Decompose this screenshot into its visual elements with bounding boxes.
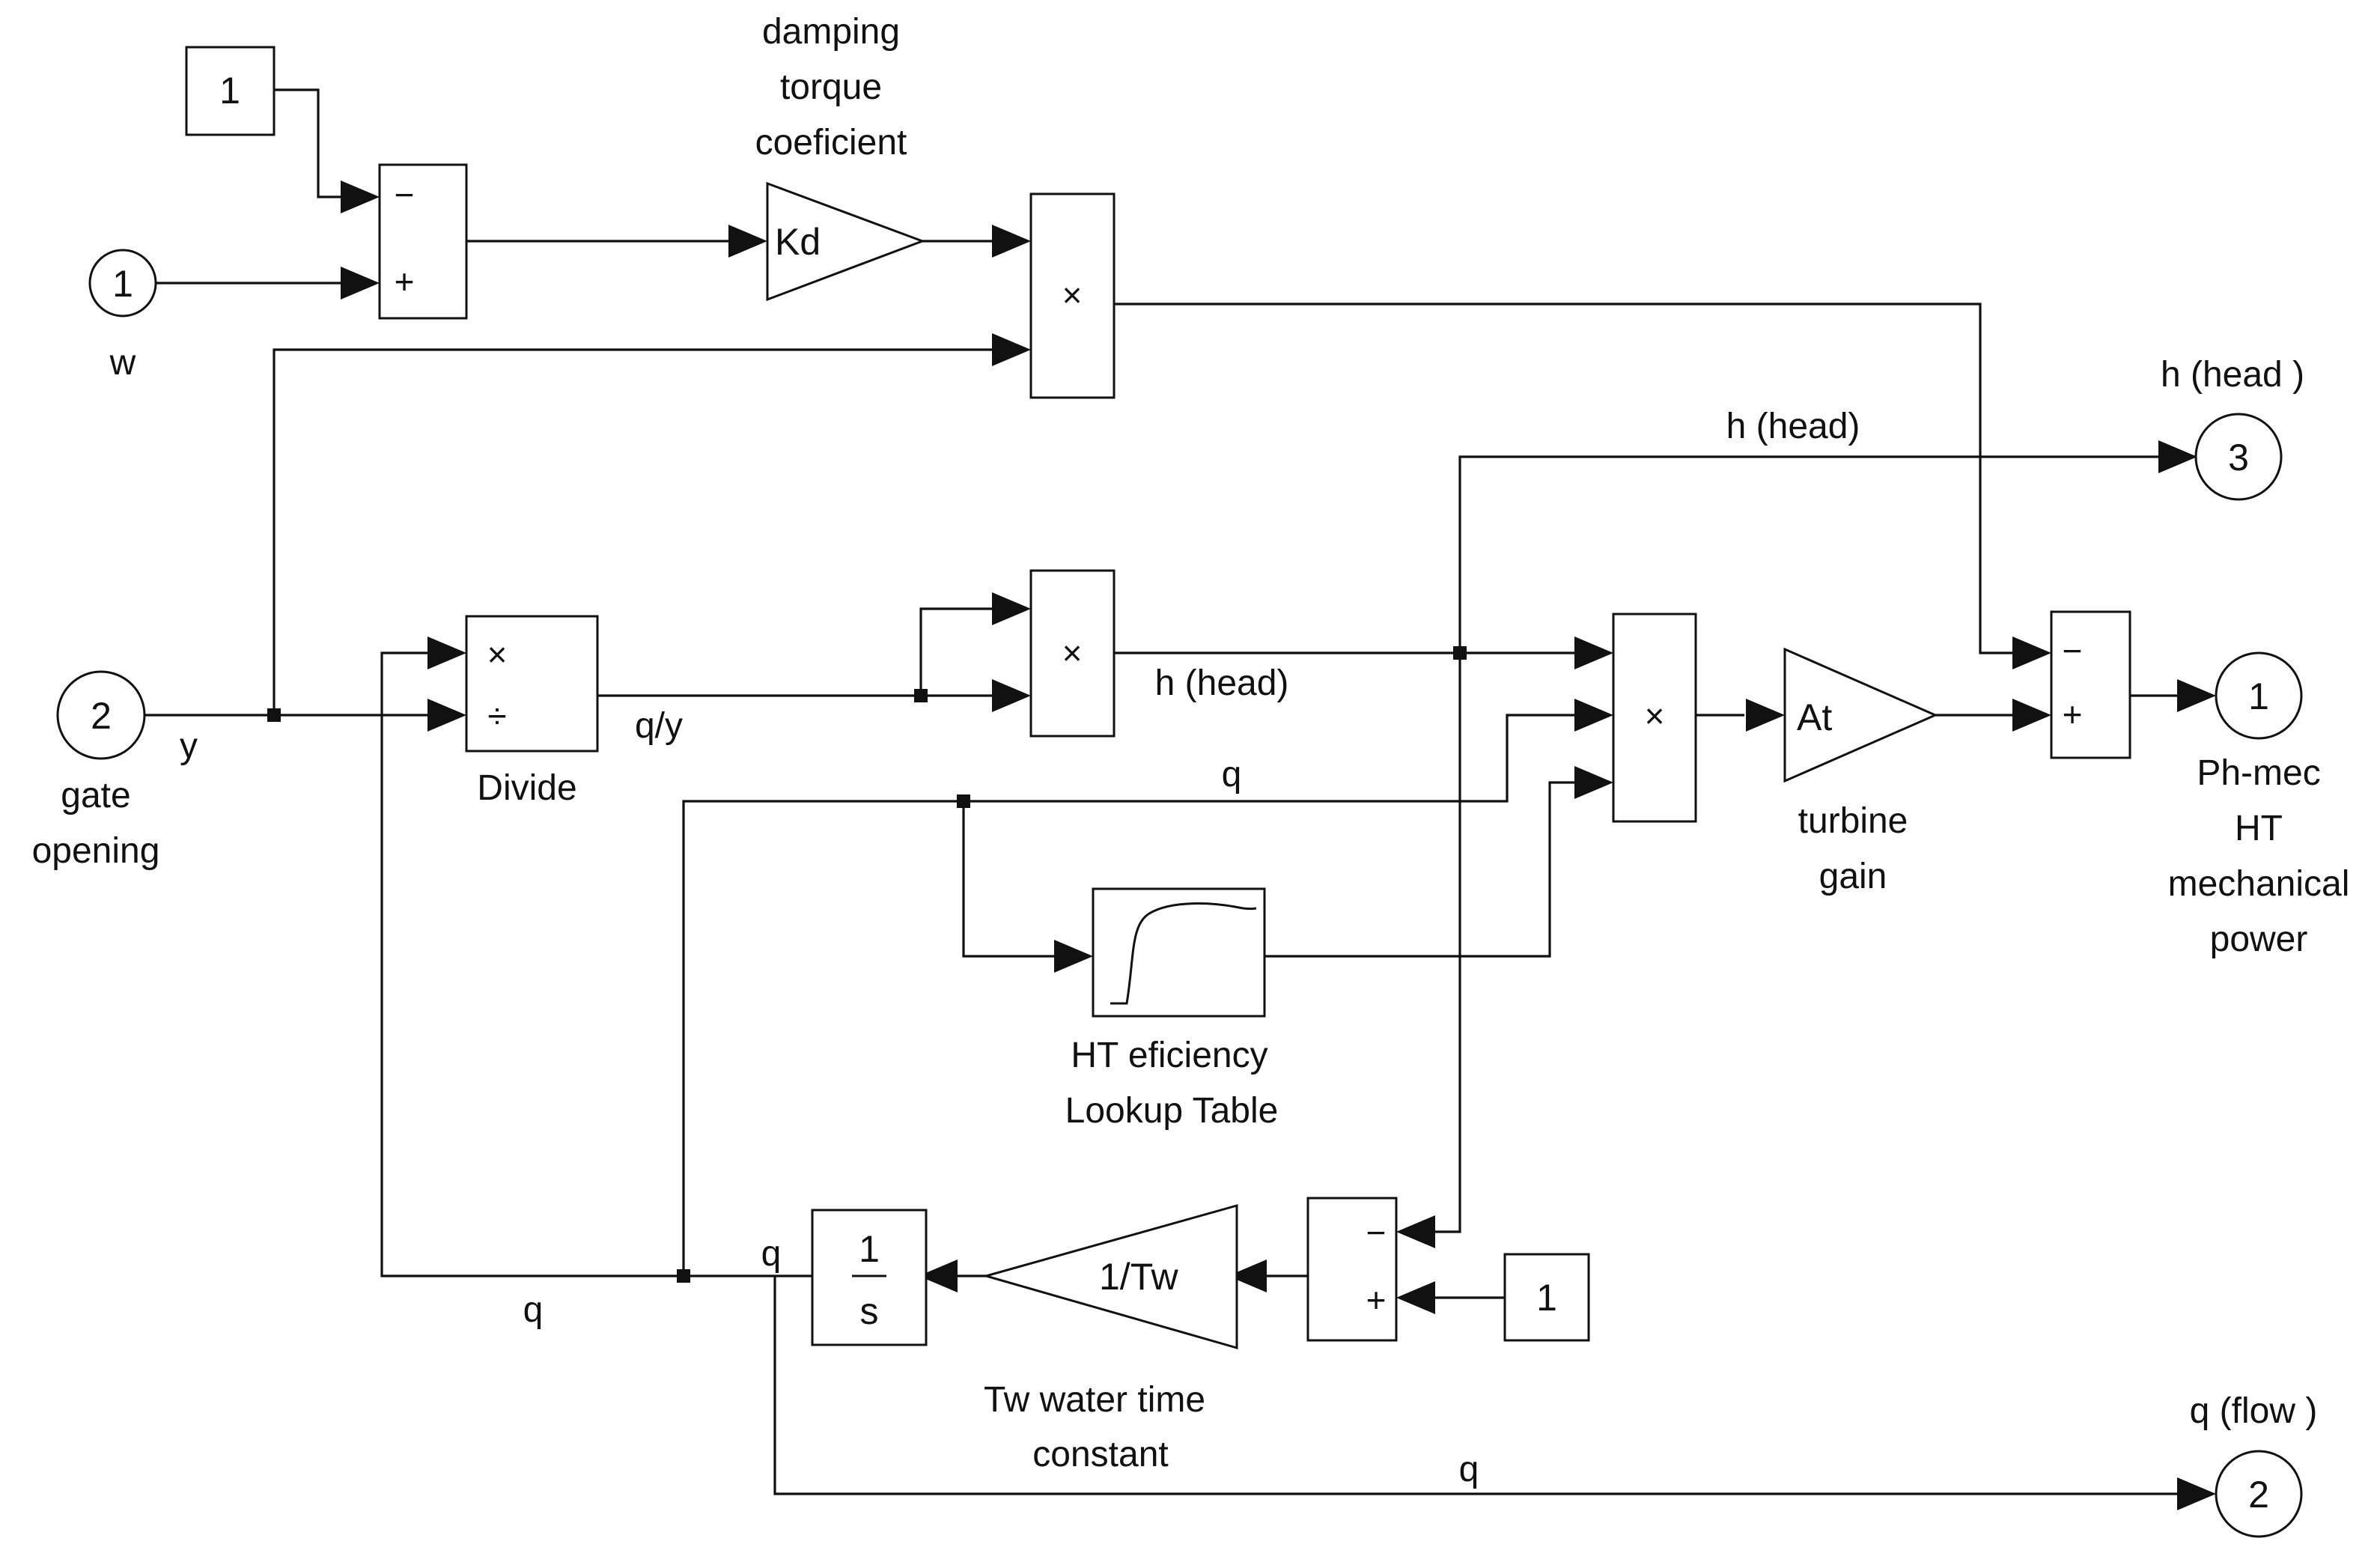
- outport-power-label-line2: HT: [2235, 809, 2283, 848]
- signal-label-h-head-top: h (head): [1726, 407, 1860, 446]
- signal-label-q-integrator: q: [761, 1234, 782, 1274]
- arrow-out-flow: [2177, 1477, 2216, 1510]
- arrow-final-sum-minus: [2012, 636, 2051, 669]
- sum-bottom-minus-sign: −: [1366, 1213, 1387, 1252]
- product-three-symbol: ×: [1645, 696, 1665, 735]
- tw-label-line2: constant: [1032, 1435, 1168, 1474]
- integrator-numerator: 1: [859, 1228, 880, 1270]
- divide-div-symbol: ÷: [487, 696, 506, 735]
- damping-label-line1: damping: [762, 12, 900, 52]
- outport-head-number: 3: [2228, 437, 2249, 478]
- turbine-gain-block[interactable]: At: [1783, 647, 1938, 783]
- arrow-heads: [341, 180, 2216, 1510]
- outport-mechanical-power[interactable]: 1: [2215, 651, 2303, 740]
- arrow-big-product-in1: [1574, 636, 1613, 669]
- outport-flow[interactable]: 2: [2215, 1450, 2303, 1538]
- outport-flow-label: q (flow ): [2190, 1391, 2318, 1431]
- integrator-block[interactable]: 1 s: [811, 1209, 928, 1346]
- inport-gate-label-line2: opening: [32, 831, 160, 871]
- divide-block[interactable]: × ÷: [465, 615, 599, 753]
- turbine-gain-label-line1: turbine: [1798, 801, 1908, 841]
- outport-head-label: h (head ): [2161, 355, 2304, 395]
- arrow-product-top-in1: [992, 225, 1031, 258]
- arrow-sum-top-plus: [341, 267, 380, 300]
- sum-block-bottom[interactable]: − +: [1306, 1197, 1398, 1342]
- arrow-tw-in: [1228, 1259, 1267, 1292]
- product-mid-symbol: ×: [1062, 633, 1083, 672]
- inport-w-number: 1: [112, 263, 133, 305]
- divide-label: Divide: [477, 768, 576, 808]
- product-block-top[interactable]: ×: [1029, 192, 1116, 399]
- lookup-label-line1: HT eficiency: [1071, 1036, 1267, 1075]
- arrow-out-power: [2177, 679, 2216, 712]
- tw-gain-text: 1/Tw: [1099, 1256, 1178, 1298]
- constant-bottom-value: 1: [1536, 1277, 1557, 1319]
- kd-gain-block[interactable]: Kd: [766, 181, 926, 302]
- arrow-divide-mult: [427, 636, 466, 669]
- constant-top-value: 1: [219, 70, 240, 112]
- lookup-label-line2: Lookup Table: [1065, 1091, 1279, 1131]
- arrow-bottom-sum-minus: [1396, 1215, 1435, 1248]
- arrow-integrator-in: [919, 1259, 958, 1292]
- arrow-bottom-sum-plus: [1396, 1281, 1435, 1314]
- constant-block-bottom[interactable]: 1: [1503, 1253, 1590, 1342]
- kd-gain-text: Kd: [775, 221, 821, 263]
- signal-label-q-bottom: q: [1459, 1450, 1479, 1489]
- sum-top-plus-sign: +: [395, 262, 415, 301]
- outport-flow-number: 2: [2248, 1474, 2269, 1516]
- sum-block-output[interactable]: − +: [2050, 610, 2131, 759]
- arrow-product-top-in2: [992, 333, 1031, 366]
- divide-mult-symbol: ×: [487, 635, 508, 674]
- inport-w[interactable]: 1: [88, 249, 157, 317]
- integrator-denominator: s: [860, 1290, 879, 1332]
- efficiency-lookup-table-block[interactable]: [1092, 887, 1266, 1018]
- inport-gate-label-line1: gate: [61, 776, 130, 815]
- arrow-divide-div: [427, 699, 466, 732]
- inport-gate-opening[interactable]: 2: [56, 670, 146, 760]
- arrow-at-in: [1746, 699, 1785, 732]
- damping-label-line2: torque: [780, 67, 882, 107]
- outport-power-number: 1: [2248, 675, 2269, 717]
- arrow-product-mid-in2: [992, 679, 1031, 712]
- sum-output-minus-sign: −: [2063, 631, 2083, 670]
- arrow-big-product-in3: [1574, 766, 1613, 799]
- sum-bottom-plus-sign: +: [1366, 1280, 1387, 1319]
- signal-label-q-top: q: [1222, 755, 1242, 794]
- sum-block-top[interactable]: − +: [378, 163, 468, 320]
- arrow-out-head: [2158, 440, 2197, 473]
- product-block-three-input[interactable]: ×: [1612, 613, 1697, 823]
- outport-power-label-line3: mechanical: [2168, 864, 2350, 904]
- damping-label-line3: coeficient: [755, 123, 907, 162]
- signal-label-h-head-mid: h (head): [1155, 663, 1289, 703]
- signal-label-q-bottom-left: q: [523, 1290, 544, 1330]
- tw-label-line1: Tw water time: [984, 1380, 1205, 1420]
- tw-gain-block[interactable]: 1/Tw: [981, 1204, 1238, 1349]
- junction-dots: [267, 646, 1467, 1283]
- arrow-lookup-in: [1054, 940, 1093, 973]
- outport-head[interactable]: 3: [2194, 413, 2283, 501]
- sum-output-plus-sign: +: [2063, 695, 2083, 734]
- arrow-product-mid-in1: [992, 592, 1031, 625]
- product-block-mid[interactable]: ×: [1029, 569, 1116, 738]
- at-gain-text: At: [1797, 696, 1832, 738]
- signal-label-y: y: [180, 726, 198, 766]
- inport-gate-number: 2: [91, 695, 112, 737]
- arrow-kd-in: [728, 225, 767, 258]
- outport-power-label-line4: power: [2210, 920, 2308, 959]
- inport-w-label: w: [109, 343, 136, 383]
- constant-block-top[interactable]: 1: [185, 46, 276, 136]
- turbine-gain-label-line2: gain: [1819, 857, 1887, 896]
- signal-label-q-over-y: q/y: [635, 706, 683, 746]
- lookup-curve-icon: [1110, 902, 1257, 1005]
- arrow-big-product-in2: [1574, 699, 1613, 732]
- arrow-final-sum-plus: [2012, 699, 2051, 732]
- sum-top-minus-sign: −: [395, 175, 415, 214]
- arrow-sum-top-minus: [341, 180, 380, 213]
- outport-power-label-line1: Ph-mec: [2197, 753, 2320, 793]
- product-top-symbol: ×: [1062, 276, 1083, 314]
